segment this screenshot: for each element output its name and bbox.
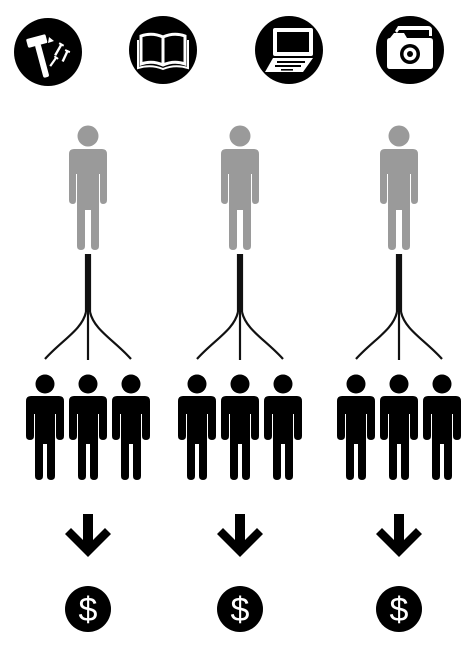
down-arrow-icon [217, 514, 263, 557]
dollar-coin-icon: $ [65, 586, 111, 632]
hammer-nails-icon [14, 18, 82, 86]
learner-person-icon [264, 374, 302, 480]
branch-lines [195, 252, 285, 362]
column-1: $ [26, 125, 150, 632]
learner-person-icon [112, 374, 150, 480]
learner-person-icon [337, 374, 375, 480]
learner-person-icon [69, 374, 107, 480]
branch-lines [354, 252, 444, 362]
learner-person-icon [380, 374, 418, 480]
learner-person-icon [423, 374, 461, 480]
mentor-person-icon [380, 125, 418, 250]
column-2: $ [178, 125, 302, 632]
mentor-person-icon [221, 125, 259, 250]
dollar-sign: $ [390, 591, 409, 629]
laptop-icon [255, 16, 323, 84]
skill-columns: $ $ $ [26, 125, 461, 632]
camera-icon [376, 16, 444, 84]
skill-icons-row [14, 16, 444, 86]
dollar-coin-icon: $ [376, 586, 422, 632]
learner-person-icon [221, 374, 259, 480]
dollar-sign: $ [231, 591, 250, 629]
branch-lines [43, 252, 133, 362]
learner-person-icon [26, 374, 64, 480]
column-3: $ [337, 125, 461, 632]
dollar-sign: $ [79, 591, 98, 629]
down-arrow-icon [376, 514, 422, 557]
open-book-icon [129, 16, 197, 84]
dollar-coin-icon: $ [217, 586, 263, 632]
learner-person-icon [178, 374, 216, 480]
mentor-person-icon [69, 125, 107, 250]
down-arrow-icon [65, 514, 111, 557]
